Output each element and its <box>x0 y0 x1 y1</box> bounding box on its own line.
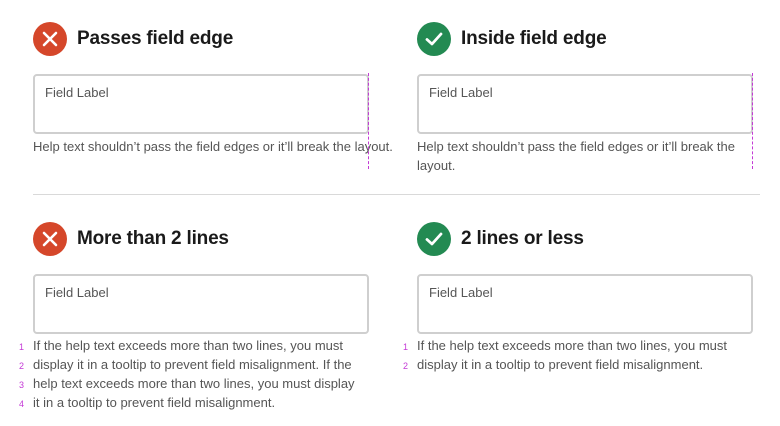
help-line: 1 If the help text exceeds more than two… <box>403 338 727 357</box>
example-more-than-2-lines: More than 2 lines Field Label 1 If the h… <box>19 222 373 410</box>
example-title: More than 2 lines <box>77 228 229 249</box>
example-title: Passes field edge <box>77 28 234 49</box>
close-x-icon <box>33 222 67 256</box>
help-line: 1 If the help text exceeds more than two… <box>19 338 355 357</box>
example-header: Inside field edge <box>417 22 757 56</box>
line-number: 2 <box>403 361 409 371</box>
help-text-lines: 1 If the help text exceeds more than two… <box>19 338 355 414</box>
example-2-lines-or-less: 2 lines or less Field Label 1 If the hel… <box>403 222 757 372</box>
text-field[interactable]: Field Label <box>33 74 369 134</box>
line-text: it in a tooltip to prevent field misalig… <box>33 395 276 410</box>
text-field[interactable]: Field Label <box>417 74 753 134</box>
line-text: If the help text exceeds more than two l… <box>33 338 343 353</box>
line-text: help text exceeds more than two lines, y… <box>33 376 355 391</box>
example-title: 2 lines or less <box>461 228 584 249</box>
field-edge-guide <box>368 73 369 169</box>
help-line: 3 help text exceeds more than two lines,… <box>19 376 355 395</box>
text-field[interactable]: Field Label <box>33 274 369 334</box>
help-line: 2 display it in a tooltip to prevent fie… <box>19 357 355 376</box>
help-text-lines: 1 If the help text exceeds more than two… <box>403 338 727 376</box>
text-field[interactable]: Field Label <box>417 274 753 334</box>
field-label: Field Label <box>45 285 109 300</box>
example-inside-field-edge: Inside field edge Field Label Help text … <box>417 22 757 173</box>
checkmark-icon <box>417 22 451 56</box>
checkmark-icon <box>417 222 451 256</box>
help-text: Help text shouldn’t pass the field edges… <box>33 139 393 154</box>
example-header: More than 2 lines <box>33 222 373 256</box>
line-text: display it in a tooltip to prevent field… <box>33 357 352 372</box>
help-line: 4 it in a tooltip to prevent field misal… <box>19 395 355 414</box>
help-line: 2 display it in a tooltip to prevent fie… <box>403 357 727 376</box>
close-x-icon <box>33 22 67 56</box>
field-label: Field Label <box>429 285 493 300</box>
line-text: display it in a tooltip to prevent field… <box>417 357 704 372</box>
example-title: Inside field edge <box>461 28 607 49</box>
line-number: 3 <box>19 380 25 390</box>
line-number: 4 <box>19 399 25 409</box>
example-header: Passes field edge <box>33 22 373 56</box>
line-number: 2 <box>19 361 25 371</box>
help-text: Help text shouldn’t pass the field edges… <box>417 139 735 173</box>
example-passes-field-edge: Passes field edge Field Label Help text … <box>33 22 393 169</box>
example-header: 2 lines or less <box>417 222 757 256</box>
field-edge-guide <box>752 73 753 169</box>
section-divider <box>33 194 760 195</box>
line-number: 1 <box>19 342 25 352</box>
field-label: Field Label <box>45 85 109 100</box>
field-label: Field Label <box>429 85 493 100</box>
line-number: 1 <box>403 342 409 352</box>
line-text: If the help text exceeds more than two l… <box>417 338 727 353</box>
